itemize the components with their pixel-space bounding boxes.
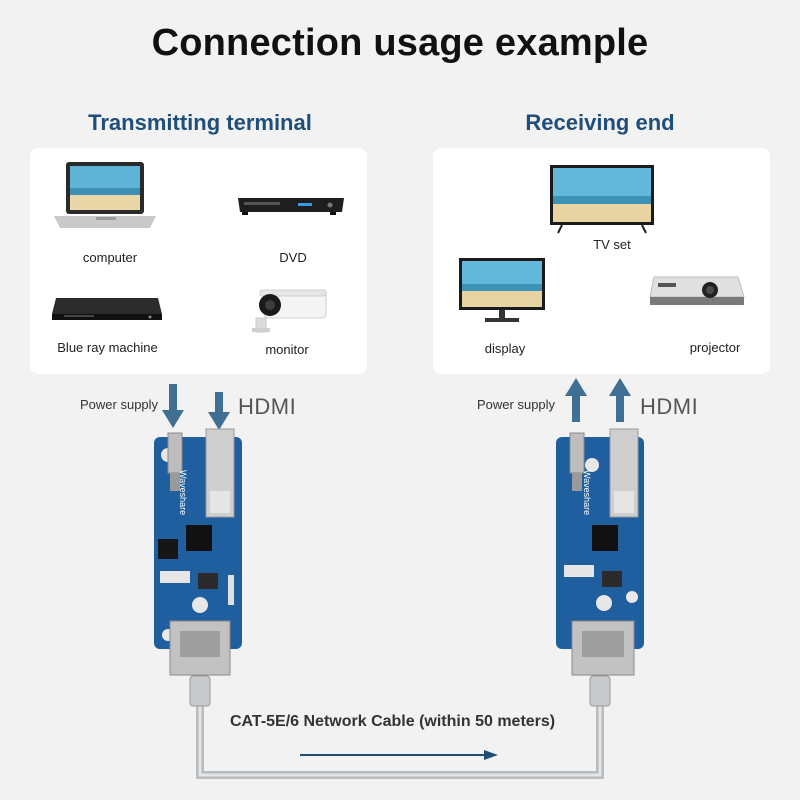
device-label-monitor: monitor — [265, 342, 309, 357]
tv-icon — [550, 165, 654, 234]
device-label-display: display — [484, 341, 526, 356]
tx-hdmi-label: HDMI — [238, 394, 297, 419]
security-camera-icon — [252, 289, 327, 333]
rx-hdmi-label: HDMI — [640, 394, 699, 419]
laptop-icon — [54, 162, 156, 228]
receiving-heading: Receiving end — [525, 110, 675, 135]
page-title: Connection usage example — [151, 22, 649, 64]
blu-ray-player-icon — [52, 298, 162, 320]
display-monitor-icon — [459, 258, 545, 322]
projector-icon — [649, 276, 745, 305]
rx-hdmi-up-arrow-icon — [609, 378, 631, 422]
dvd-player-icon — [238, 198, 344, 215]
rx-power-up-arrow-icon — [565, 378, 587, 422]
transmitting-heading: Transmitting terminal — [88, 110, 312, 135]
tx-hdmi-down-arrow-icon — [208, 392, 230, 430]
tx-power-down-arrow-icon — [162, 384, 184, 428]
device-label-tv-set: TV set — [593, 237, 631, 252]
cable-label: CAT-5E/6 Network Cable (within 50 meters… — [230, 713, 556, 730]
tx-power-supply-label: Power supply — [80, 397, 159, 412]
transmitter-board — [154, 428, 242, 676]
rx-power-supply-label: Power supply — [477, 397, 556, 412]
device-label-blu-ray: Blue ray machine — [57, 340, 158, 355]
cable-direction-arrow-icon — [300, 750, 498, 760]
receiver-board — [556, 428, 644, 676]
device-label-computer: computer — [82, 250, 138, 265]
device-label-dvd: DVD — [279, 250, 307, 265]
device-label-projector: projector — [689, 340, 741, 355]
